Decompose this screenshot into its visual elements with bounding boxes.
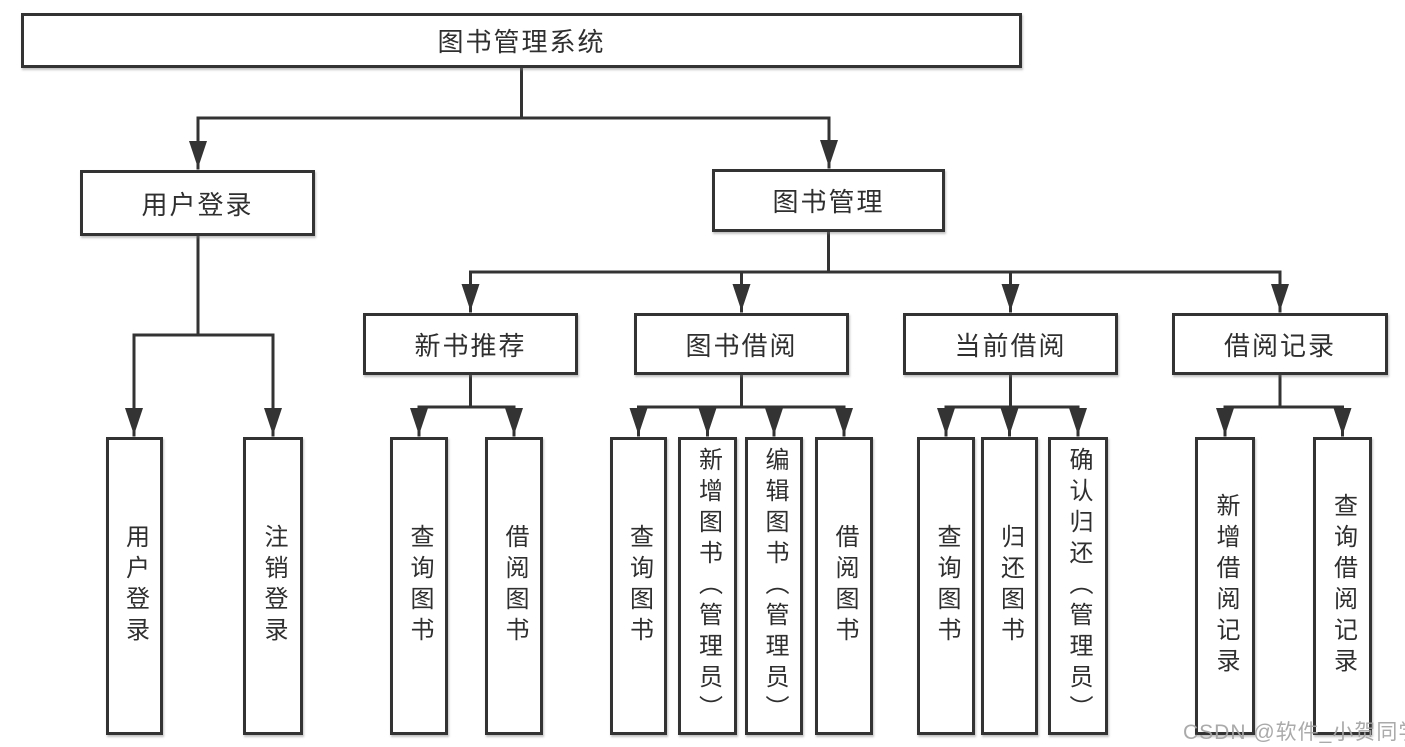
connector-current-borrow [937, 373, 1087, 437]
leaf-current-return-books: 归还图书 [981, 437, 1038, 735]
leaf-label: 查询图书 [406, 524, 433, 648]
leaf-records-add-borrow-record: 新增借阅记录 [1195, 437, 1255, 735]
connector-book-borrow [629, 373, 853, 437]
leaf-label: 注销登录 [260, 524, 287, 648]
leaf-label: 查询借阅记录 [1329, 493, 1357, 679]
leaf-records-query-borrow-record: 查询借阅记录 [1313, 437, 1372, 735]
leaf-label: 借阅图书 [501, 524, 528, 648]
node-book-management: 图书管理 [712, 169, 945, 232]
leaf-label: 查询图书 [625, 524, 653, 648]
leaf-current-query-books: 查询图书 [917, 437, 975, 735]
leaf-label: 查询图书 [933, 524, 960, 648]
node-user-login: 用户登录 [80, 170, 315, 236]
node-label: 新书推荐 [414, 330, 527, 361]
node-current-borrow: 当前借阅 [903, 313, 1118, 375]
leaf-label: 借阅图书 [831, 524, 858, 648]
leaf-current-confirm-return-admin: 确认归还（管理员） [1048, 437, 1108, 735]
leaf-logout-login: 注销登录 [243, 437, 303, 735]
leaf-recommend-borrow-books: 借阅图书 [485, 437, 543, 735]
node-label: 当前借阅 [954, 330, 1067, 361]
connector-borrow-records [1216, 373, 1352, 437]
leaf-label: 新增图书（管理员） [694, 446, 722, 726]
node-label: 借阅记录 [1223, 330, 1336, 361]
leaf-borrow-borrow-books: 借阅图书 [815, 437, 873, 735]
node-library-management-system: 图书管理系统 [21, 13, 1022, 68]
connector-root [189, 66, 838, 170]
node-label: 用户登录 [141, 189, 254, 220]
connector-book-management [461, 230, 1289, 313]
node-label: 图书借阅 [685, 330, 798, 361]
node-new-book-recommend: 新书推荐 [363, 313, 578, 375]
leaf-label: 新增借阅记录 [1212, 493, 1239, 679]
leaf-borrow-edit-books-admin: 编辑图书（管理员） [745, 437, 803, 735]
connector-user-login [125, 234, 282, 437]
leaf-label: 编辑图书（管理员） [761, 446, 788, 726]
leaf-label: 归还图书 [996, 524, 1024, 648]
connector-new-book-recommend [410, 373, 523, 437]
node-borrow-records: 借阅记录 [1172, 313, 1388, 375]
leaf-recommend-query-books: 查询图书 [390, 437, 448, 735]
node-label: 图书管理系统 [437, 27, 606, 57]
node-label: 图书管理 [772, 187, 885, 217]
leaf-label: 确认归还（管理员） [1065, 446, 1092, 726]
leaf-label: 用户登录 [121, 524, 149, 648]
node-book-borrow: 图书借阅 [634, 313, 849, 375]
leaf-borrow-add-books-admin: 新增图书（管理员） [678, 437, 737, 735]
leaf-user-login: 用户登录 [106, 437, 163, 735]
leaf-borrow-query-books: 查询图书 [610, 437, 667, 735]
csdn-watermark: CSDN @软件_小贺同学 [1183, 721, 1405, 744]
